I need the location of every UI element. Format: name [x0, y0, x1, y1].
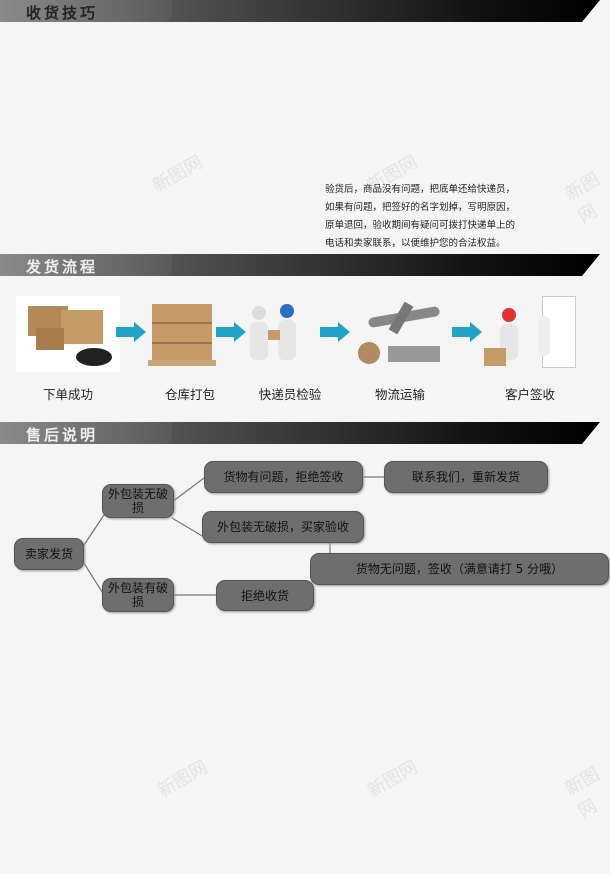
flow-node-package-ok: 外包装无破损 [102, 484, 174, 518]
step-label: 下单成功 [42, 387, 93, 402]
flow-node-seller-ship: 卖家发货 [14, 538, 84, 570]
customer-door-icon [478, 296, 582, 372]
flow-node-reject: 拒绝收货 [216, 580, 314, 611]
tips-text: 验货后，商品没有问题，把底单还给快递员， 如果有问题，把签好的名字划掉，写明原因… [325, 181, 515, 253]
flow-node-buyer-inspect: 外包装无破损，买家验收 [202, 511, 364, 543]
flow-node-goods-ok: 货物无问题，签收（满意请打 5 分哦） [310, 553, 609, 585]
section-title: 发货流程 [26, 258, 99, 276]
step-packing: 仓库打包 [138, 296, 242, 403]
step-label: 仓库打包 [164, 387, 215, 402]
step-courier: 快递员检验 [238, 296, 342, 403]
section-header-aftersale: 售后说明 [0, 422, 600, 444]
step-label: 客户签收 [504, 387, 555, 402]
flow-node-package-damaged: 外包装有破损 [102, 578, 174, 612]
step-receive: 客户签收 [478, 296, 582, 403]
flow-node-contact-us: 联系我们，重新发货 [384, 461, 548, 493]
tips-line: 原单退回，验收期间有疑问可拨打快递单上的 [325, 220, 516, 231]
boxes-and-mouse-icon [16, 296, 120, 372]
step-label: 快递员检验 [258, 387, 322, 402]
section-title: 收货技巧 [26, 4, 99, 22]
section-header-process: 发货流程 [0, 254, 600, 276]
courier-handover-icon [238, 296, 342, 372]
airplane-truck-icon [348, 296, 452, 372]
tips-line: 电话和卖家联系，以便维护您的合法权益。 [325, 238, 506, 249]
step-order: 下单成功 [16, 296, 120, 403]
flow-node-goods-problem: 货物有问题，拒绝签收 [204, 461, 363, 493]
pallet-boxes-icon [138, 296, 242, 372]
section-title: 售后说明 [26, 426, 99, 444]
step-transport: 物流运输 [348, 296, 452, 403]
tips-line: 验货后，商品没有问题，把底单还给快递员， [325, 184, 516, 195]
step-label: 物流运输 [374, 387, 425, 402]
tips-line: 如果有问题，把签好的名字划掉，写明原因， [325, 202, 516, 213]
section-header-tips: 收货技巧 [0, 0, 600, 22]
